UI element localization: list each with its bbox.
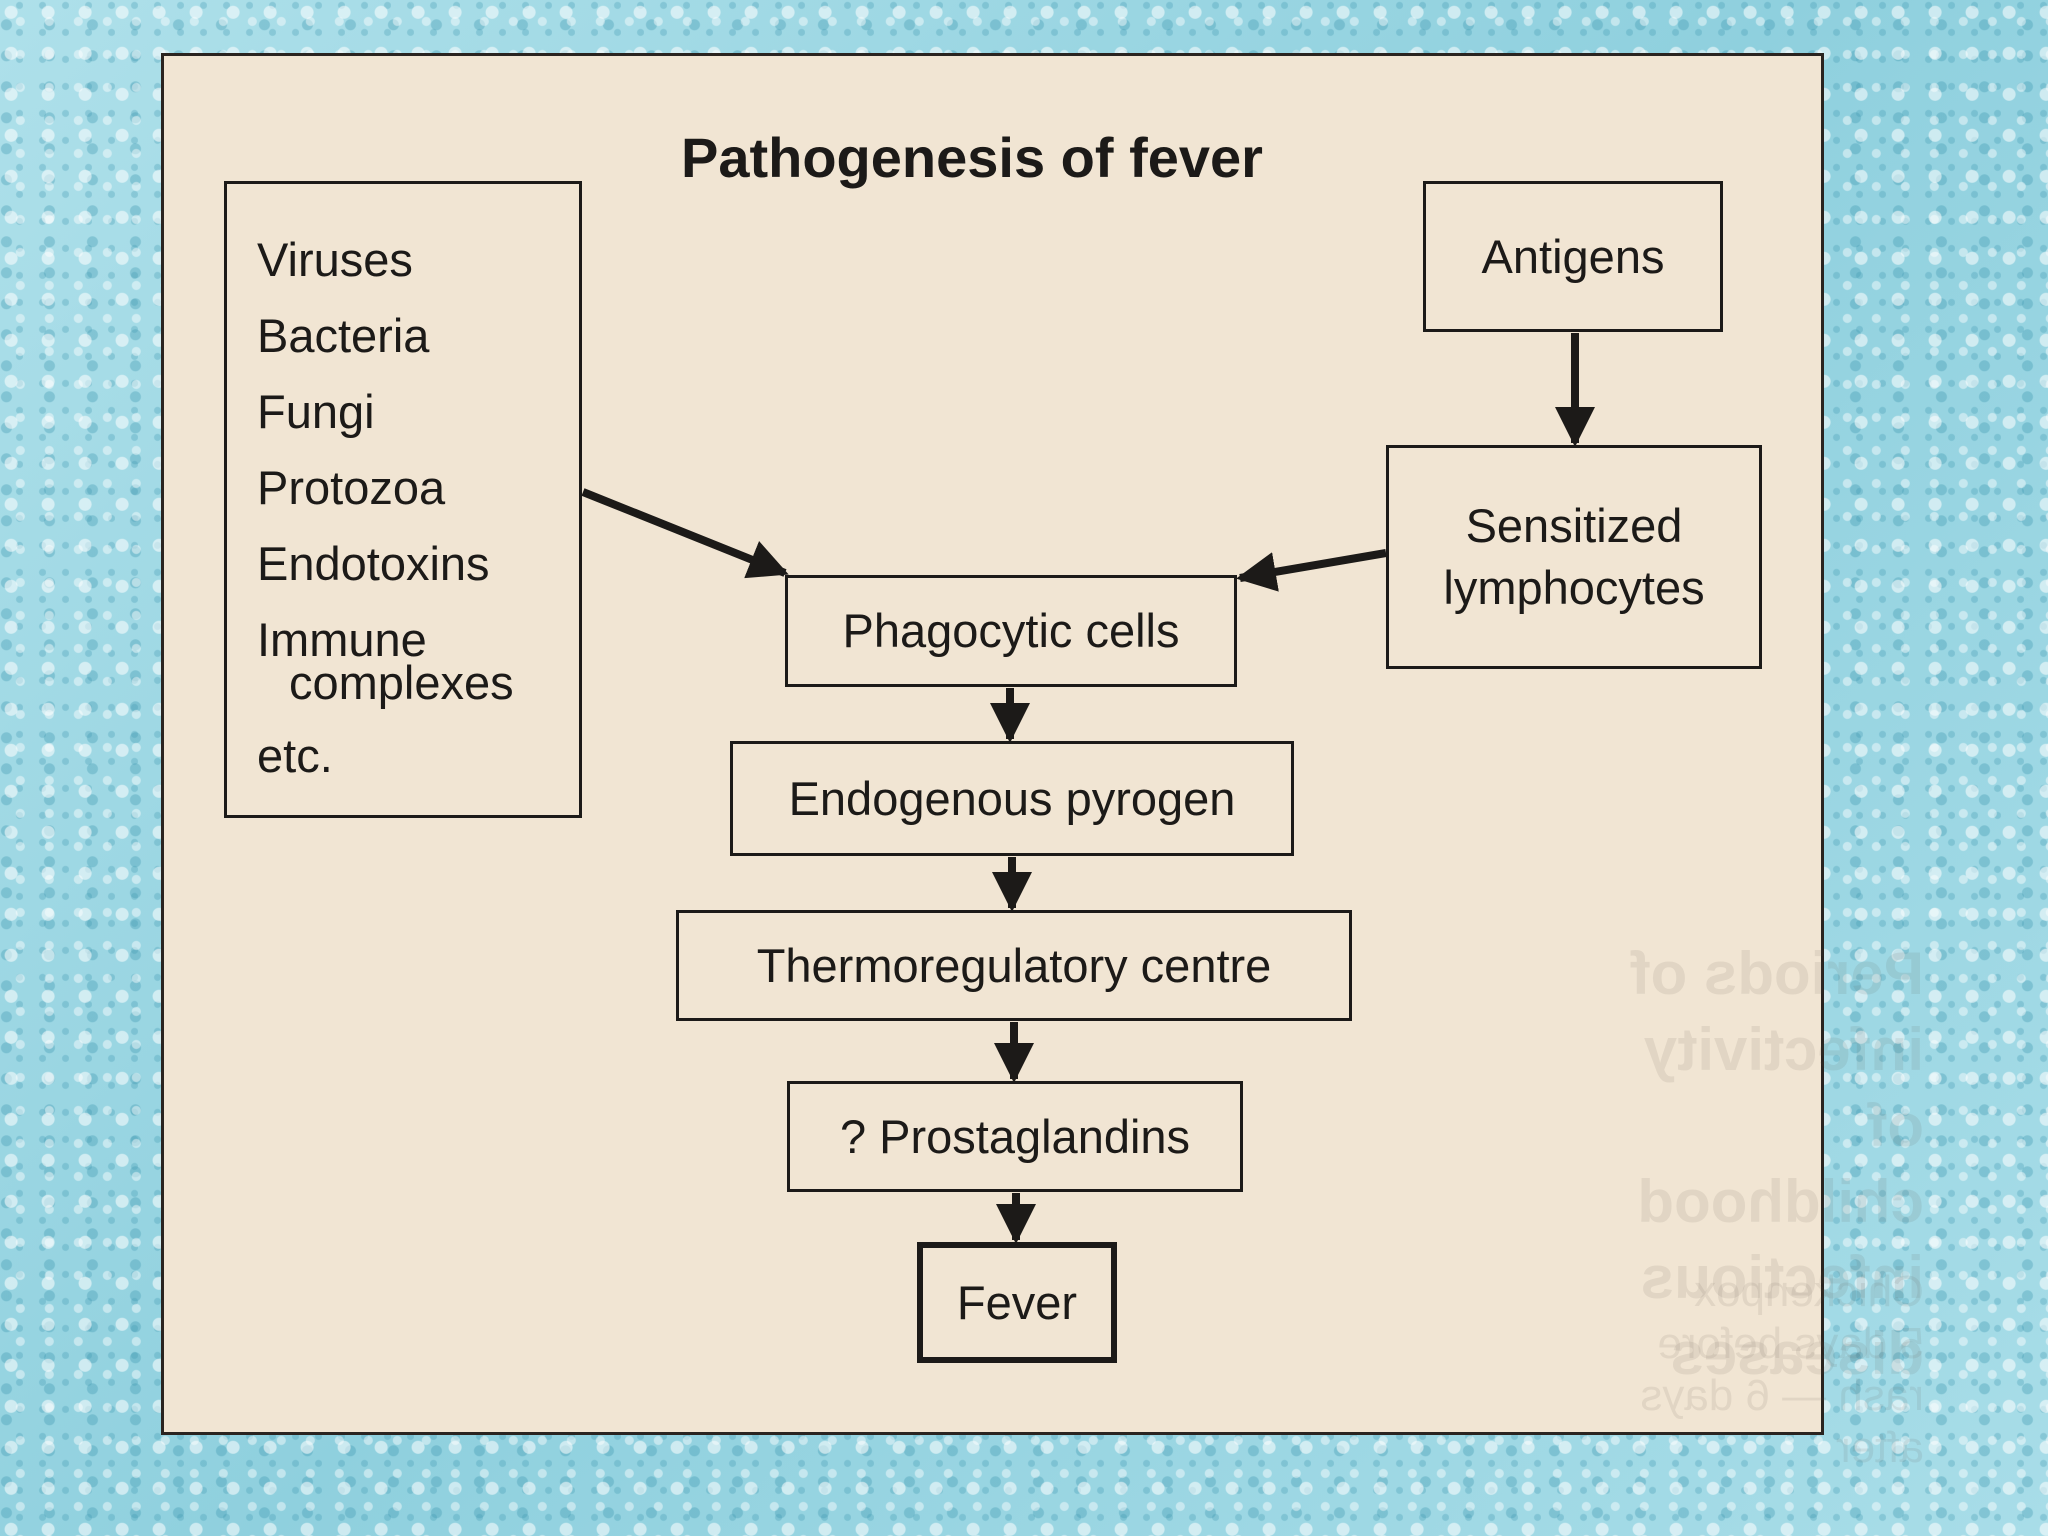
- cause-complexes: complexes: [289, 656, 514, 709]
- cause-immune: Immune: [257, 613, 427, 666]
- fever-box: Fever: [917, 1242, 1117, 1363]
- endogenous-pyrogen-box: Endogenous pyrogen: [730, 741, 1294, 856]
- prostaglandins-box: ? Prostaglandins: [787, 1081, 1243, 1192]
- sensitized-label: Sensitized: [1465, 499, 1683, 552]
- endogenous-label: Endogenous pyrogen: [788, 771, 1236, 825]
- lymphocytes-label: lymphocytes: [1443, 561, 1705, 614]
- thermoregulatory-centre-box: Thermoregulatory centre: [676, 910, 1352, 1021]
- phagocytic-label: Phagocytic cells: [842, 604, 1180, 657]
- cause-bacteria: Bacteria: [257, 309, 430, 362]
- antigens-box: Antigens: [1423, 181, 1723, 332]
- diagram-panel: Periods of infectivity of childhood infe…: [161, 53, 1924, 1466]
- phagocytic-cells-box: Phagocytic cells: [785, 575, 1237, 687]
- sensitized-lymphocytes-box: Sensitized lymphocytes: [1386, 445, 1762, 669]
- causes-box: Viruses Bacteria Fungi Protozoa Endotoxi…: [224, 181, 582, 818]
- prostaglandins-label: ? Prostaglandins: [839, 1109, 1191, 1163]
- cause-viruses: Viruses: [257, 233, 413, 286]
- antigens-label: Antigens: [1481, 229, 1665, 283]
- fever-label: Fever: [956, 1275, 1078, 1329]
- bleed-through-text: Chickenpox 5 days before rash — 6 days a…: [1640, 1267, 1924, 1466]
- cause-etc: etc.: [257, 729, 333, 782]
- thermo-label: Thermoregulatory centre: [756, 938, 1272, 992]
- cause-fungi: Fungi: [257, 385, 375, 438]
- cause-protozoa: Protozoa: [257, 461, 446, 514]
- diagram-title: Pathogenesis of fever: [681, 126, 1263, 189]
- cause-endotoxins: Endotoxins: [257, 537, 490, 590]
